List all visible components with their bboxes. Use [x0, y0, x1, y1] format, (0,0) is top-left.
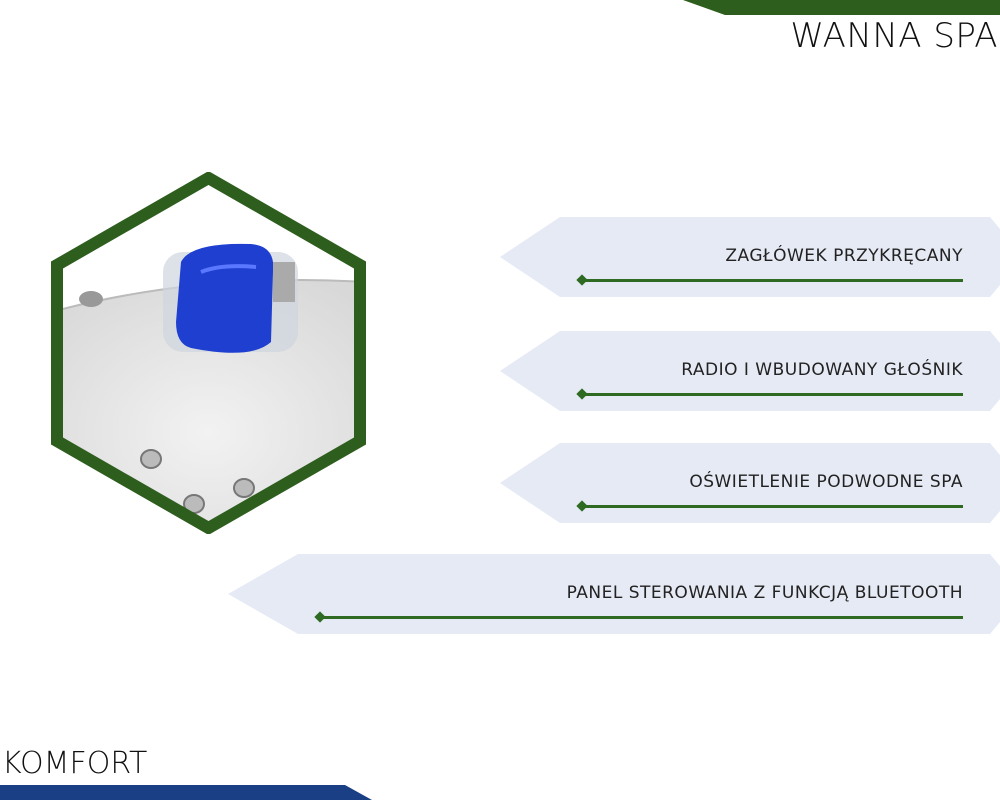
- feature-label: OŚWIETLENIE PODWODNE SPA: [689, 472, 963, 492]
- feature-underline: [582, 279, 963, 282]
- feature-banner-lighting: OŚWIETLENIE PODWODNE SPA: [500, 443, 1000, 523]
- feature-underline: [582, 505, 963, 508]
- section-label: KOMFORT: [2, 746, 148, 781]
- feature-label: ZAGŁÓWEK PRZYKRĘCANY: [725, 246, 963, 266]
- bottom-accent-bar: [0, 785, 372, 800]
- feature-banner-panel: PANEL STEROWANIA Z FUNKCJĄ BLUETOOTH: [228, 554, 1000, 634]
- product-image-hexagon: [51, 172, 366, 534]
- feature-underline: [582, 393, 963, 396]
- page-title: WANNA SPA: [790, 16, 998, 56]
- feature-banner-radio: RADIO I WBUDOWANY GŁOŚNIK: [500, 331, 1000, 411]
- top-accent-bar: [683, 0, 1000, 15]
- feature-banner-headrest: ZAGŁÓWEK PRZYKRĘCANY: [500, 217, 1000, 297]
- feature-label: PANEL STEROWANIA Z FUNKCJĄ BLUETOOTH: [566, 583, 963, 603]
- headrest-shape: [176, 243, 274, 353]
- feature-underline: [320, 616, 963, 619]
- feature-label: RADIO I WBUDOWANY GŁOŚNIK: [681, 360, 963, 380]
